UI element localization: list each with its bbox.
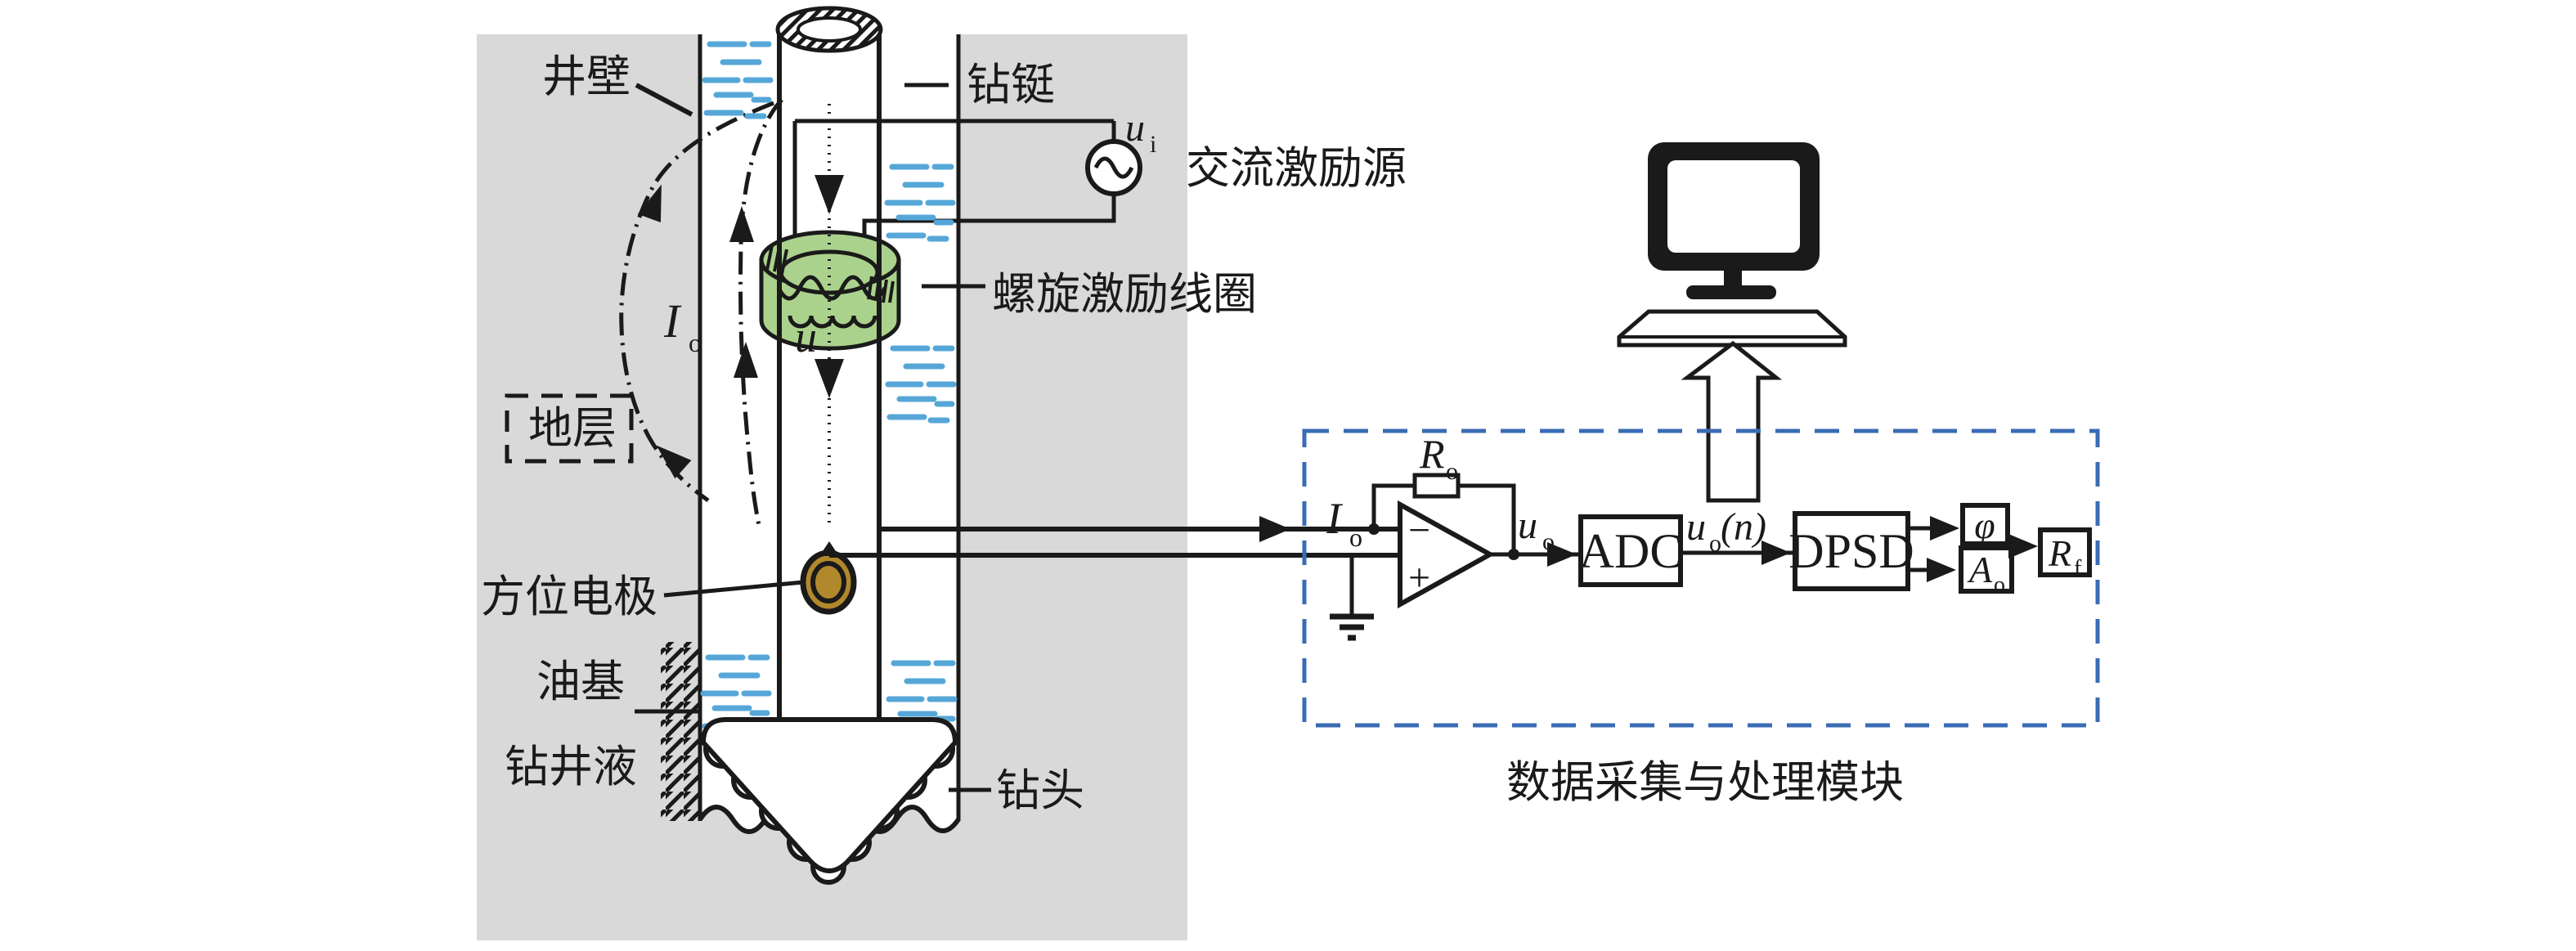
field-line-inner: [738, 98, 783, 526]
result-sub: f: [2074, 556, 2082, 581]
field-arrow-icon: [637, 184, 662, 223]
excitation-voltage-sub: i: [1150, 131, 1156, 158]
ground-icon: [1330, 613, 1374, 641]
mud-label-bottom: 钻井液: [505, 742, 637, 792]
dpsd-block: [1793, 511, 1910, 591]
up-arrow-icon: [1681, 340, 1783, 503]
formation-current-sub: o: [689, 328, 702, 357]
computer-monitor-icon: [1648, 142, 1820, 299]
drill-collar-label: 钻铤: [967, 61, 1055, 110]
drill-bit: [700, 717, 958, 885]
result-label: R: [2048, 532, 2071, 574]
coil-label: 螺旋激励线圈: [992, 270, 1257, 319]
excitation-voltage-label: u: [1125, 106, 1145, 150]
phase-label: φ: [1974, 505, 1995, 546]
formation-label-box: [505, 393, 634, 464]
drill-pipe-top-opening: [775, 6, 883, 53]
dpsd-label: DPSD: [1788, 524, 1914, 578]
result-block: [2038, 527, 2092, 577]
electrode-tip-arrow-icon: [819, 541, 839, 556]
electrode-pointer: [663, 580, 804, 598]
field-arrow-icon: [656, 445, 692, 479]
spiral-coil: [759, 230, 901, 351]
right-arrow-icon: [1259, 516, 1290, 542]
feedback-resistor-label: R: [1419, 431, 1445, 477]
keyboard-icon: [1617, 309, 1847, 348]
module-box: [1302, 428, 2100, 728]
down-arrow-icon: [815, 359, 844, 398]
formation-current-label: I: [663, 294, 682, 348]
amplitude-sub: o: [1994, 572, 2005, 598]
right-arrow-icon: [1547, 542, 1577, 567]
opamp-circuit: [1330, 473, 1578, 641]
sampled-signal-sub: o: [1709, 530, 1721, 557]
ac-source-label: 交流激励源: [1186, 144, 1407, 193]
well-wall-pointer: [635, 83, 693, 117]
well-wall-label: 井壁: [542, 52, 631, 101]
phase-block: [1960, 503, 2010, 546]
adc-label: ADC: [1579, 524, 1683, 578]
electrode-label: 方位电极: [481, 572, 657, 621]
right-arrow-icon: [1930, 516, 1959, 541]
coil-winding-loops: [788, 315, 877, 329]
down-arrow-icon: [815, 175, 844, 214]
adc-block: [1578, 514, 1683, 587]
coil-winding: [776, 275, 887, 301]
junction-dot: [1368, 523, 1380, 535]
module-caption: 数据采集与处理模块: [1506, 758, 1904, 807]
input-current-label: I: [1326, 494, 1344, 543]
feedback-resistor: [1412, 473, 1461, 499]
field-line-outer: [619, 101, 774, 503]
coil-voltage-label: u: [795, 312, 817, 361]
amplitude-label: A: [1967, 549, 1993, 590]
right-arrow-icon: [2008, 534, 2038, 558]
opamp-plus-label: +: [1408, 556, 1430, 599]
opamp-triangle: [1398, 500, 1496, 609]
sampled-signal-label: u: [1686, 505, 1706, 549]
field-arrow-icon: [729, 206, 754, 242]
opamp-minus-label: −: [1408, 509, 1430, 552]
formation-label: 地层: [528, 404, 617, 453]
output-voltage-sub: o: [1542, 528, 1555, 555]
well-wall-hatching: [661, 642, 700, 821]
mud-label-top: 油基: [536, 657, 625, 707]
amplitude-block: [1959, 545, 2014, 594]
feedback-resistor-sub: o: [1446, 458, 1458, 485]
field-arrow-icon: [734, 342, 758, 378]
right-arrow-icon: [1761, 541, 1791, 565]
input-current-sub: o: [1349, 523, 1362, 552]
sampled-signal-suffix: (n): [1721, 505, 1766, 549]
right-arrow-icon: [1927, 558, 1956, 582]
output-voltage-label: u: [1518, 504, 1537, 547]
drill-bit-label: 钻头: [996, 766, 1084, 815]
ac-sine-icon: [1093, 156, 1134, 179]
azimuthal-electrode: [800, 541, 857, 615]
